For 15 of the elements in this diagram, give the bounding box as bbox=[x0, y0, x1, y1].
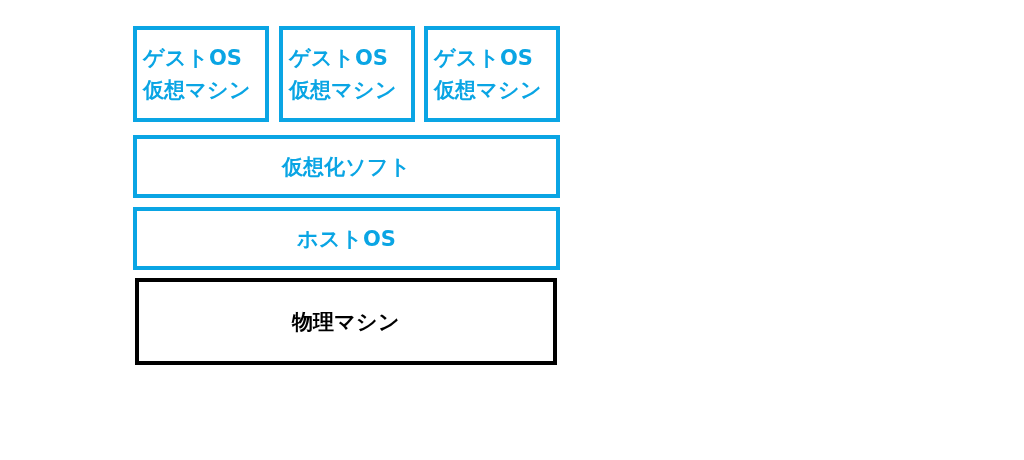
box-label: 仮想マシン bbox=[143, 77, 251, 104]
box-label: 仮想化ソフト bbox=[282, 153, 411, 181]
box-label: 仮想マシン bbox=[434, 77, 542, 104]
virtual-machine-box bbox=[133, 26, 269, 122]
virtual-machine-box bbox=[279, 26, 415, 122]
virtual-machine-box bbox=[424, 26, 560, 122]
box-label: 仮想マシン bbox=[289, 77, 397, 104]
box-heading: ゲストOS bbox=[434, 45, 533, 72]
layer-box bbox=[133, 135, 560, 198]
box-heading: ゲストOS bbox=[289, 45, 388, 72]
box-label: 物理マシン bbox=[292, 308, 400, 336]
box-heading: ゲストOS bbox=[143, 45, 242, 72]
hardware-box bbox=[135, 278, 557, 365]
layer-box bbox=[133, 207, 560, 270]
box-label: ホストOS bbox=[297, 225, 396, 253]
